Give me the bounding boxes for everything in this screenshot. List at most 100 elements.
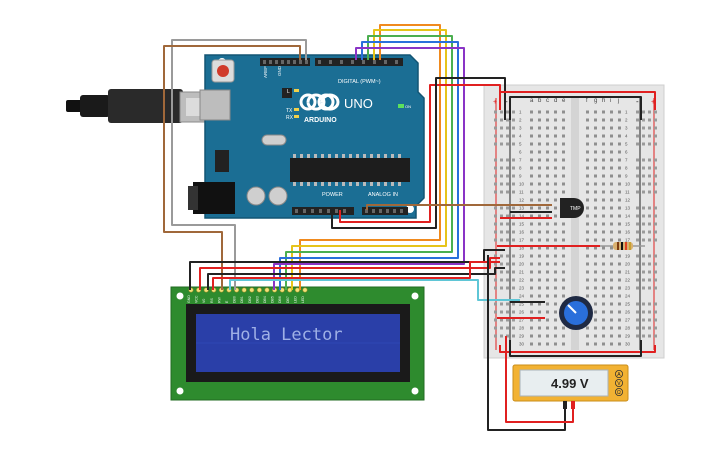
breadboard-hole[interactable]	[538, 190, 541, 194]
lcd-pin[interactable]	[264, 287, 270, 293]
breadboard-hole[interactable]	[610, 166, 613, 170]
rail-hole[interactable]	[506, 158, 509, 162]
rail-hole[interactable]	[654, 110, 657, 114]
rail-hole[interactable]	[512, 278, 515, 282]
rail-hole[interactable]	[500, 254, 503, 258]
rail-hole[interactable]	[648, 126, 651, 130]
breadboard-hole[interactable]	[610, 198, 613, 202]
rail-hole[interactable]	[654, 142, 657, 146]
breadboard-hole[interactable]	[546, 262, 549, 266]
breadboard-hole[interactable]	[594, 262, 597, 266]
digital-header[interactable]	[260, 58, 403, 66]
rail-hole[interactable]	[642, 126, 645, 130]
breadboard-hole[interactable]	[594, 222, 597, 226]
breadboard-hole[interactable]	[602, 142, 605, 146]
breadboard-hole[interactable]	[554, 342, 557, 346]
breadboard-hole[interactable]	[594, 118, 597, 122]
rail-hole[interactable]	[494, 286, 497, 290]
breadboard-hole[interactable]	[594, 230, 597, 234]
rail-hole[interactable]	[494, 118, 497, 122]
rail-hole[interactable]	[642, 326, 645, 330]
rail-hole[interactable]	[500, 230, 503, 234]
rail-hole[interactable]	[506, 126, 509, 130]
breadboard-hole[interactable]	[530, 182, 533, 186]
breadboard-hole[interactable]	[554, 302, 557, 306]
rail-hole[interactable]	[642, 254, 645, 258]
breadboard-hole[interactable]	[586, 214, 589, 218]
breadboard-hole[interactable]	[610, 222, 613, 226]
breadboard-hole[interactable]	[594, 182, 597, 186]
breadboard-hole[interactable]	[602, 158, 605, 162]
rail-hole[interactable]	[512, 190, 515, 194]
breadboard-hole[interactable]	[554, 238, 557, 242]
breadboard-hole[interactable]	[602, 222, 605, 226]
rail-hole[interactable]	[512, 110, 515, 114]
breadboard-hole[interactable]	[562, 238, 565, 242]
rail-hole[interactable]	[654, 286, 657, 290]
rail-hole[interactable]	[636, 134, 639, 138]
breadboard-hole[interactable]	[610, 150, 613, 154]
rail-hole[interactable]	[500, 302, 503, 306]
rail-hole[interactable]	[506, 214, 509, 218]
breadboard-hole[interactable]	[546, 318, 549, 322]
rail-hole[interactable]	[500, 214, 503, 218]
breadboard-hole[interactable]	[610, 238, 613, 242]
breadboard-hole[interactable]	[594, 174, 597, 178]
breadboard-hole[interactable]	[586, 190, 589, 194]
breadboard-hole[interactable]	[618, 174, 621, 178]
rail-hole[interactable]	[636, 238, 639, 242]
breadboard-hole[interactable]	[618, 238, 621, 242]
rail-hole[interactable]	[506, 142, 509, 146]
breadboard-hole[interactable]	[538, 118, 541, 122]
rail-hole[interactable]	[494, 206, 497, 210]
breadboard-hole[interactable]	[602, 278, 605, 282]
breadboard-hole[interactable]	[618, 158, 621, 162]
rail-hole[interactable]	[642, 214, 645, 218]
breadboard-hole[interactable]	[546, 118, 549, 122]
breadboard-hole[interactable]	[610, 254, 613, 258]
breadboard-hole[interactable]	[618, 206, 621, 210]
breadboard-hole[interactable]	[554, 110, 557, 114]
rail-hole[interactable]	[494, 190, 497, 194]
rail-hole[interactable]	[506, 262, 509, 266]
breadboard-hole[interactable]	[530, 150, 533, 154]
rail-hole[interactable]	[512, 254, 515, 258]
breadboard-hole[interactable]	[618, 142, 621, 146]
breadboard-hole[interactable]	[586, 166, 589, 170]
breadboard-hole[interactable]	[602, 318, 605, 322]
rail-hole[interactable]	[494, 142, 497, 146]
breadboard-hole[interactable]	[554, 166, 557, 170]
rail-hole[interactable]	[512, 222, 515, 226]
breadboard-hole[interactable]	[530, 278, 533, 282]
rail-hole[interactable]	[500, 174, 503, 178]
breadboard-hole[interactable]	[530, 214, 533, 218]
breadboard-hole[interactable]	[562, 166, 565, 170]
breadboard-hole[interactable]	[594, 342, 597, 346]
rail-hole[interactable]	[506, 318, 509, 322]
breadboard-hole[interactable]	[538, 246, 541, 250]
breadboard-hole[interactable]	[562, 270, 565, 274]
rail-hole[interactable]	[648, 230, 651, 234]
breadboard-hole[interactable]	[538, 150, 541, 154]
rail-hole[interactable]	[506, 166, 509, 170]
tmp36-sensor[interactable]: TMP	[560, 198, 584, 218]
breadboard-hole[interactable]	[602, 326, 605, 330]
breadboard-hole[interactable]	[618, 334, 621, 338]
rail-hole[interactable]	[494, 110, 497, 114]
rail-hole[interactable]	[636, 278, 639, 282]
breadboard-hole[interactable]	[586, 222, 589, 226]
breadboard-hole[interactable]	[562, 110, 565, 114]
rail-hole[interactable]	[648, 190, 651, 194]
breadboard-hole[interactable]	[538, 270, 541, 274]
rail-hole[interactable]	[506, 310, 509, 314]
rail-hole[interactable]	[642, 318, 645, 322]
breadboard-hole[interactable]	[554, 254, 557, 258]
breadboard-hole[interactable]	[610, 118, 613, 122]
rail-hole[interactable]	[648, 166, 651, 170]
breadboard-hole[interactable]	[586, 174, 589, 178]
breadboard-hole[interactable]	[610, 318, 613, 322]
breadboard-hole[interactable]	[618, 182, 621, 186]
breadboard-hole[interactable]	[610, 214, 613, 218]
rail-hole[interactable]	[494, 310, 497, 314]
rail-hole[interactable]	[654, 126, 657, 130]
